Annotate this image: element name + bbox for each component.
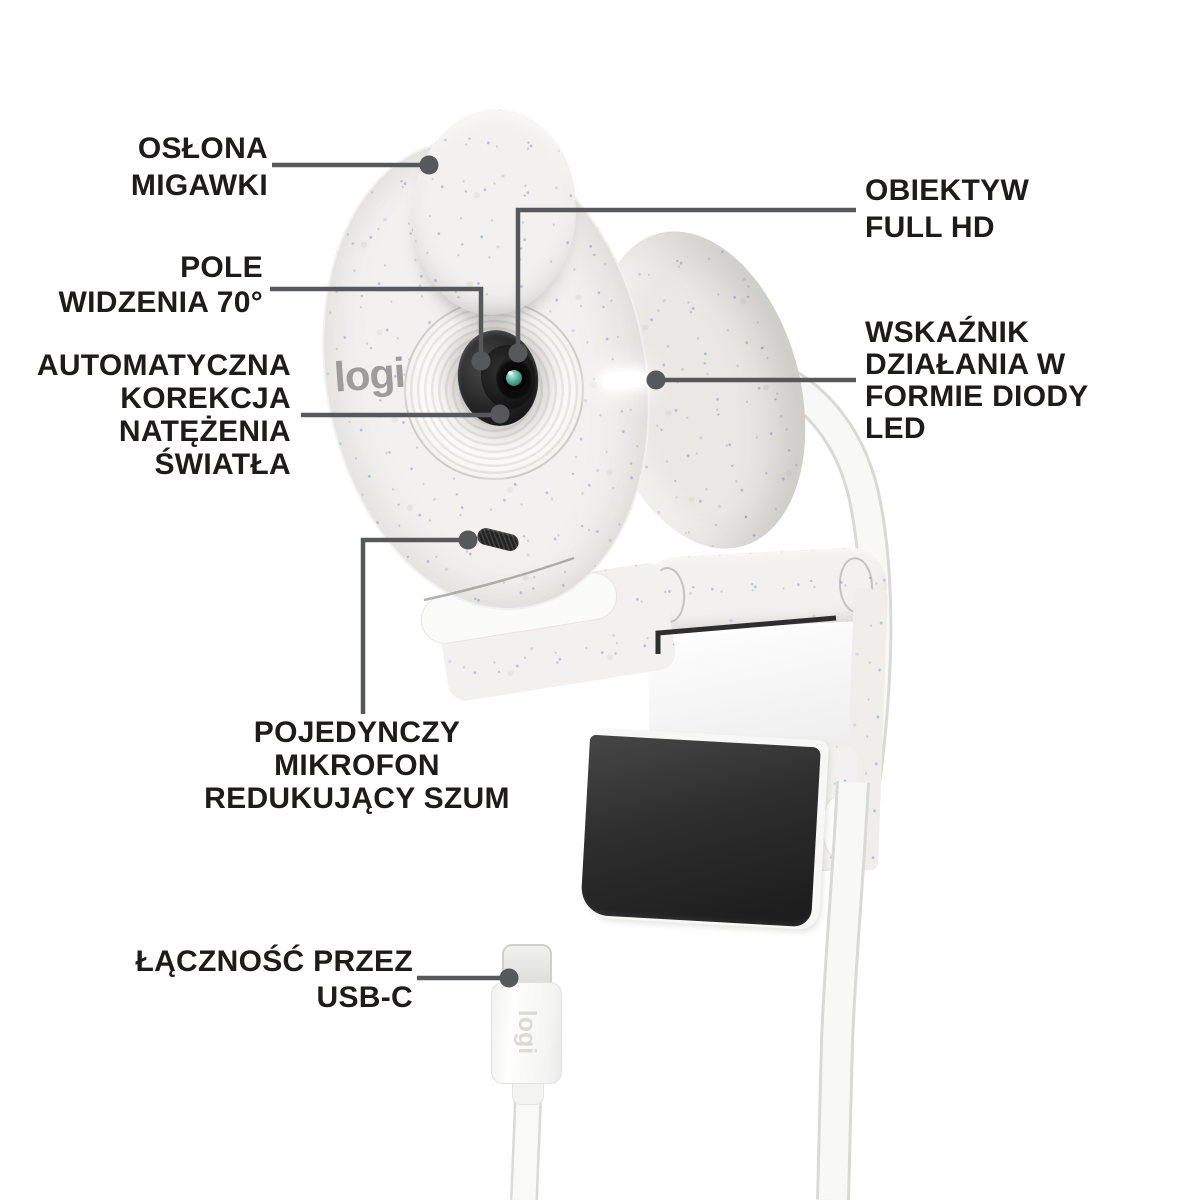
label-line: FORMIE DIODY: [865, 380, 1089, 413]
label-line: MIKROFON: [274, 749, 440, 782]
logi-logo: logi: [332, 348, 407, 401]
label-line: MIGAWKI: [130, 169, 268, 202]
label-line: USB-C: [316, 981, 413, 1014]
usb-c-logi-logo: logi: [513, 1009, 541, 1055]
usb-c-strain-relief: [512, 1082, 544, 1105]
label-field-of-view: POLE WIDZENIA 70°: [58, 250, 263, 320]
label-line: DZIAŁANIA W: [865, 348, 1066, 381]
label-line: OBIEKTYW: [865, 174, 1030, 207]
label-line: OSŁONA: [137, 132, 268, 165]
lens-glint: [508, 371, 513, 375]
label-led-indicator: WSKAŹNIK DZIAŁANIA W FORMIE DIODY LED: [865, 317, 1089, 445]
label-line: ŁĄCZNOŚĆ PRZEZ: [135, 945, 413, 978]
mount-rubber-flap: [580, 734, 821, 928]
activity-led: [601, 370, 647, 390]
label-line: WSKAŹNIK: [865, 316, 1030, 349]
label-line: NATĘŻENIA: [118, 415, 291, 448]
label-single-microphone: POJEDYNCZY MIKROFON REDUKUJĄCY SZUM: [177, 716, 537, 815]
mount-lower-hinge-oval: [822, 796, 852, 858]
label-line: ŚWIATŁA: [154, 448, 291, 481]
label-full-hd-lens: OBIEKTYW FULL HD: [865, 172, 1029, 246]
mount-hinge-bar: [639, 545, 889, 633]
label-auto-light-correction: AUTOMATYCZNA KOREKCJA NATĘŻENIA ŚWIATŁA: [37, 349, 291, 481]
usb-c-metal-tip: [502, 944, 552, 986]
usb-cable-connector-stub: [510, 1095, 542, 1200]
label-line: FULL HD: [865, 211, 995, 244]
label-line: POJEDYNCZY: [253, 716, 461, 749]
usb-c-plug-body: [491, 982, 562, 1084]
label-line: REDUKUJĄCY SZUM: [204, 782, 510, 815]
label-line: AUTOMATYCZNA: [36, 349, 291, 382]
label-shutter-cover: OSŁONA MIGAWKI: [131, 130, 268, 204]
label-usb-c-connectivity: ŁĄCZNOŚĆ PRZEZ USB-C: [135, 944, 413, 1016]
label-line: KOREKCJA: [120, 382, 291, 415]
label-line: POLE: [180, 251, 263, 284]
label-line: LED: [865, 412, 926, 445]
label-line: WIDZENIA 70°: [58, 286, 263, 319]
